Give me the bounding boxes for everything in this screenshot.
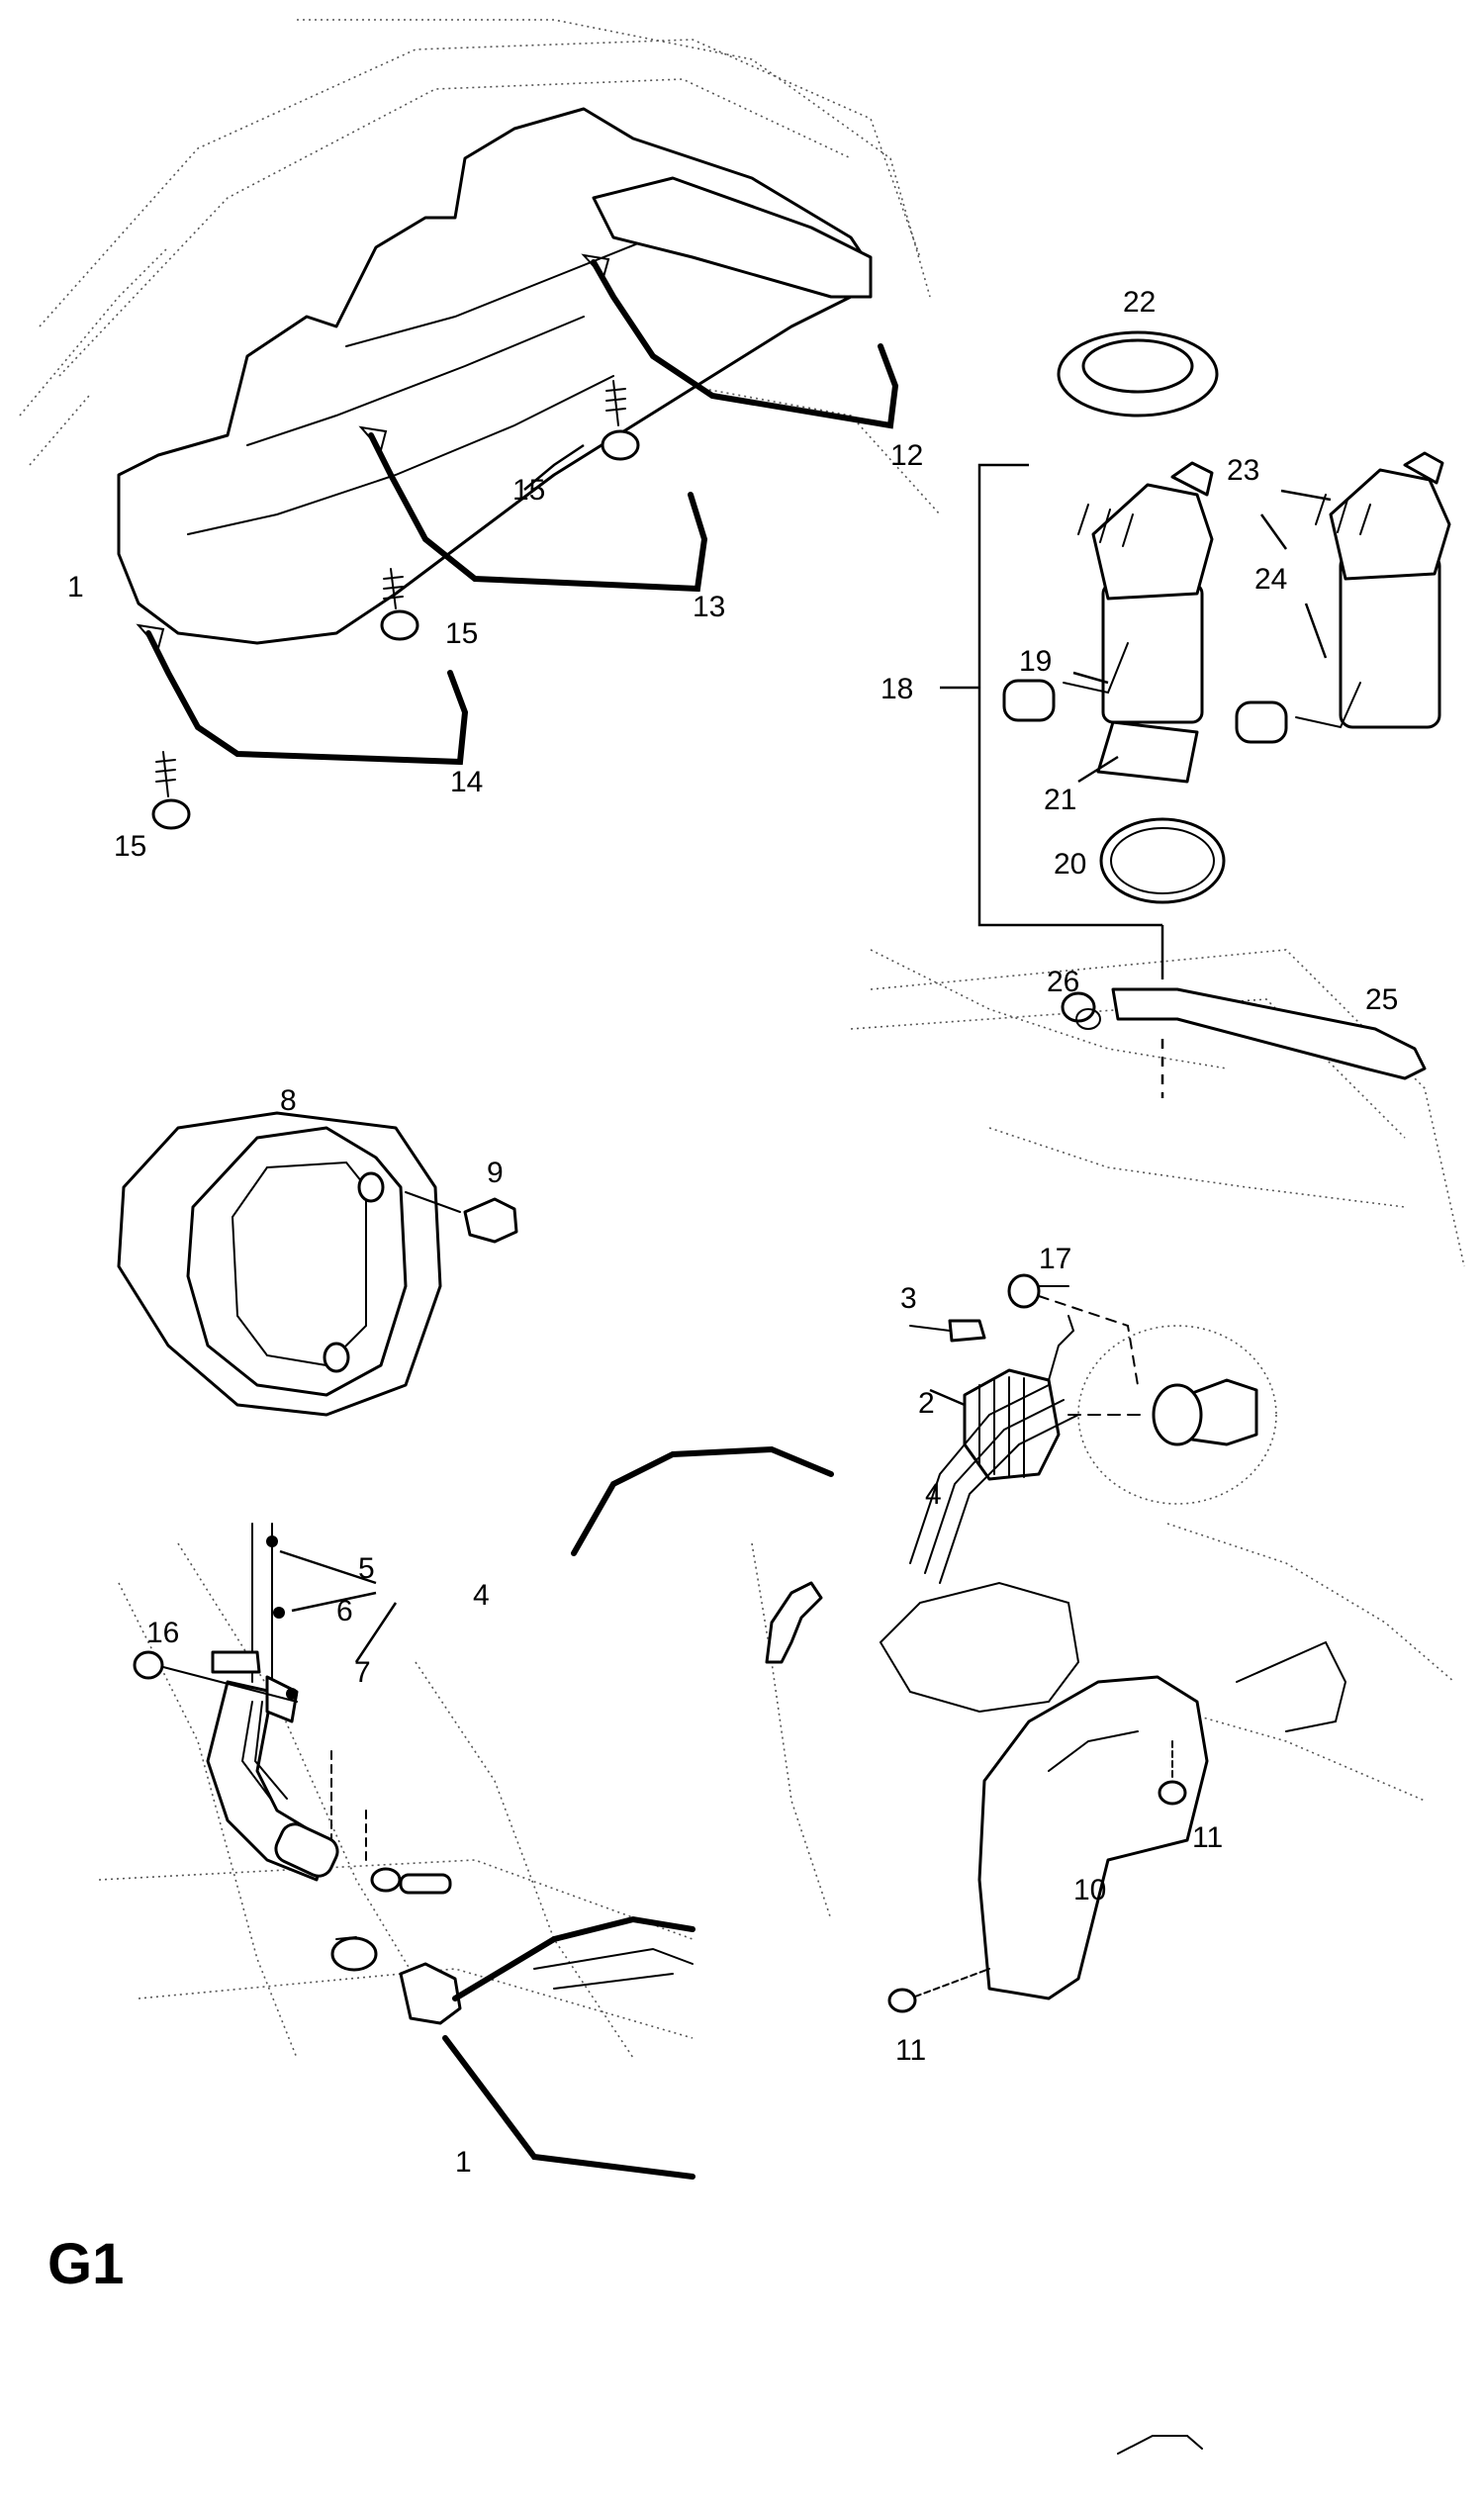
screw-15-upper [601,380,640,461]
callout-11: 11 [895,2034,926,2067]
screw-11-lower [887,1968,990,2013]
callout-6: 6 [336,1595,353,1627]
sheet-code-label: G1 [47,2232,125,2296]
o-ring-20 [1099,817,1226,904]
screw-15-middle [380,568,419,641]
callout-4: 4 [925,1478,942,1511]
callout-20: 20 [1054,848,1086,881]
callout-14: 14 [450,766,483,798]
stray-mark [1117,2435,1203,2455]
leader-lines [266,443,1332,1700]
hose-clamps-lower [330,1867,452,1972]
callout-11: 11 [1192,1821,1223,1854]
screw-16 [133,1650,298,1703]
fuel-pump-module-right [1315,451,1451,729]
vent-pipe [765,1581,823,1664]
callout-2: 2 [918,1387,935,1420]
fuel-tank-1-lower [399,1915,696,2180]
screw-17 [1007,1273,1069,1309]
fuel-hose-25 [1111,987,1427,1080]
callout-16: 16 [146,1617,179,1649]
rubber-plug-9 [405,1191,518,1244]
callout-9: 9 [487,1157,504,1189]
filler-neck-opening [1067,1325,1277,1505]
filler-pipe-4 [206,1523,339,1882]
callout-15: 15 [445,617,478,650]
pump-seal-ring-22 [1057,330,1219,418]
callout-19: 19 [1019,645,1052,678]
float-right [1235,682,1361,744]
tank-strap-13 [358,425,708,593]
callout-23: 23 [1227,454,1259,487]
callout-15: 15 [114,830,146,863]
callout-24: 24 [1254,563,1287,596]
callout-10: 10 [1073,1874,1106,1906]
callout-26: 26 [1047,966,1079,998]
callout-3: 3 [900,1282,917,1315]
callout-12: 12 [890,439,923,472]
callout-25: 25 [1365,983,1398,1016]
callout-1: 1 [67,571,84,604]
callout-17: 17 [1039,1243,1071,1275]
float-19 [1002,642,1129,722]
callout-1: 1 [455,2146,472,2179]
hose-clamp-26 [1061,991,1101,1030]
assembly-guide-lines [330,1295,1139,1861]
callout-4: 4 [473,1579,490,1612]
inner-panel [879,1581,1347,1732]
callout-15: 15 [512,474,545,507]
wheel-arch-liner-10 [977,1675,1209,2000]
tank-strap-14 [136,623,469,766]
vent-hose-5-6 [240,1701,288,1802]
heat-shield [117,107,873,645]
tank-strap-12 [581,253,899,429]
wheel-arch-4 [571,1384,1079,1584]
fuel-pump-module-left [1077,461,1214,784]
callout-21: 21 [1044,784,1076,816]
group-18-bracket [940,463,1164,979]
callout-5: 5 [358,1552,375,1585]
callout-13: 13 [693,591,725,623]
callout-7: 7 [354,1656,371,1689]
callout-22: 22 [1123,286,1156,319]
cap-tether-3 [909,1315,1075,1381]
heat-shield-duct [592,176,873,299]
filler-housing-8 [117,1111,442,1417]
callout-labels: 1 12 13 14 15 15 15 22 23 24 18 19 21 20… [67,286,1398,2179]
screw-11-upper [1158,1740,1187,1806]
bracket-7 [265,1675,299,1723]
callout-18: 18 [881,673,913,705]
fuel-cap-2 [963,1368,1061,1481]
callout-8: 8 [280,1084,297,1117]
screw-15-lower [151,751,191,830]
